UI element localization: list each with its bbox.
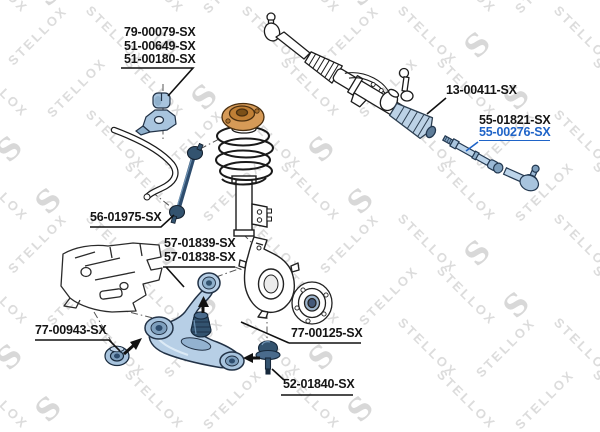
callout-control-arm-bushing: 77-00125-SX xyxy=(291,326,363,340)
strut-top-mount-drawing xyxy=(221,102,265,134)
part-number: 57-01839-SX xyxy=(164,236,236,250)
leader-lines xyxy=(35,67,479,396)
callout-ball-joint: 52-01840-SX xyxy=(283,377,355,391)
steering-rack-drawing xyxy=(263,12,437,140)
strut-drawing xyxy=(231,175,272,237)
tie-rod-end-drawing xyxy=(502,164,540,192)
stabilizer-bar-drawing xyxy=(110,126,179,201)
callout-tie-rod-end: 55-01821-SX xyxy=(479,113,551,127)
callout-subframe-bushing: 77-00943-SX xyxy=(35,323,107,337)
callout-stabilizer-link: 56-01975-SX xyxy=(90,210,162,224)
control-arm-bushing-drawing xyxy=(190,311,212,338)
control-arm-drawing xyxy=(144,272,245,371)
parts-diagram xyxy=(35,12,540,396)
stabilizer-bushing-drawing xyxy=(152,92,171,109)
callout-axial-joint-link[interactable]: 55-00276-SX xyxy=(479,125,551,141)
part-number: 79-00079-SX xyxy=(124,25,196,39)
part-number: 51-00649-SX xyxy=(124,38,196,53)
stabilizer-link-drawing xyxy=(168,142,204,224)
callout-control-arm: 57-01839-SX 57-01838-SX xyxy=(164,236,236,264)
subframe-bushing-drawing xyxy=(104,345,130,367)
part-number: 51-00180-SX xyxy=(124,52,196,66)
pinion-shaft-drawing xyxy=(398,67,414,102)
part-number: 57-01838-SX xyxy=(164,249,236,264)
ball-joint-drawing xyxy=(255,340,281,375)
left-tie-rod-end-drawing xyxy=(263,12,311,60)
callout-stabilizer-bushing-kit: 79-00079-SX 51-00649-SX 51-00180-SX xyxy=(124,25,196,67)
stabilizer-clamp-drawing xyxy=(135,109,177,136)
hub-drawing xyxy=(291,281,333,325)
knuckle-drawing xyxy=(238,236,300,319)
subframe-drawing xyxy=(60,242,163,313)
install-arrows xyxy=(122,296,260,363)
axial-joint-drawing[interactable] xyxy=(441,134,505,175)
callout-steering-rack: 13-00411-SX xyxy=(446,83,517,97)
